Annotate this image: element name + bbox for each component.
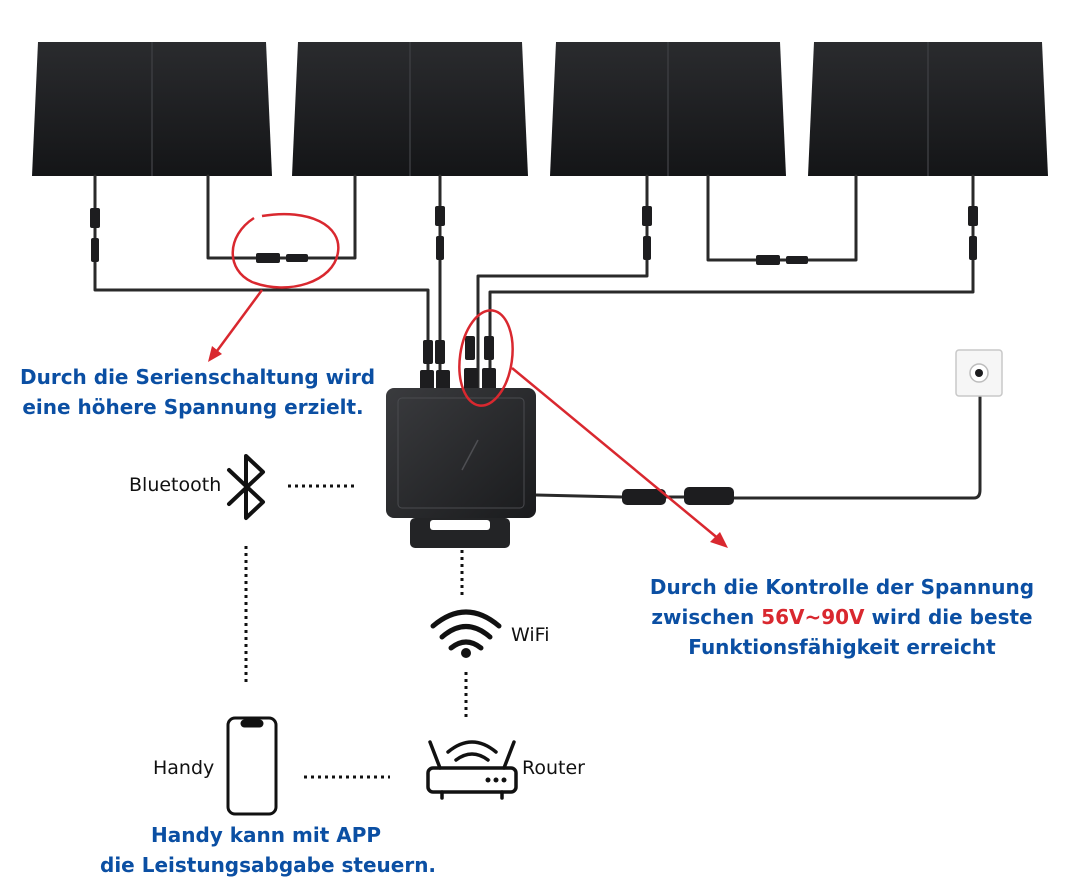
series-note-line2: eine höhere Spannung erzielt. bbox=[22, 395, 364, 419]
wall-socket-icon bbox=[955, 349, 1003, 397]
voltage-note-line1: Durch die Kontrolle der Spannung bbox=[649, 575, 1035, 599]
series-note-line1: Durch die Serienschaltung wird bbox=[20, 365, 376, 389]
microinverter-icon bbox=[386, 388, 536, 548]
solar-panel-2 bbox=[292, 42, 528, 176]
dc-cables bbox=[93, 174, 975, 390]
bluetooth-icon bbox=[227, 454, 265, 520]
series-highlight bbox=[212, 212, 340, 356]
series-note: Durch die Serienschaltung wird eine höhe… bbox=[20, 362, 376, 422]
wifi-icon bbox=[430, 609, 502, 651]
voltage-note-line3: Funktionsfähigkeit erreicht bbox=[688, 635, 996, 659]
wifi-dot bbox=[461, 648, 471, 658]
wireless-links bbox=[244, 484, 468, 779]
voltage-note-line2: zwischen 56V~90V wird die beste bbox=[634, 602, 1050, 632]
ac-cable bbox=[535, 384, 982, 505]
voltage-note: Durch die Kontrolle der Spannung zwische… bbox=[634, 572, 1050, 662]
handy-label: Handy bbox=[153, 757, 215, 779]
bluetooth-label: Bluetooth bbox=[129, 474, 222, 496]
router-icon bbox=[426, 740, 518, 800]
wifi-label: WiFi bbox=[511, 624, 550, 646]
voltage-highlight bbox=[458, 309, 721, 541]
smartphone-icon bbox=[226, 716, 278, 816]
router-leds bbox=[485, 777, 507, 783]
app-note: Handy kann mit APP die Leistungsabgabe s… bbox=[100, 820, 437, 880]
mc4-connectors bbox=[90, 206, 978, 390]
app-note-line2: die Leistungsabgabe steuern. bbox=[100, 853, 437, 877]
voltage-note-line2-pre: zwischen bbox=[651, 605, 762, 629]
series-arrowhead bbox=[208, 346, 222, 362]
voltage-range-highlight: 56V~90V bbox=[761, 605, 865, 629]
voltage-note-line2-post: wird die beste bbox=[864, 605, 1033, 629]
router-label: Router bbox=[522, 757, 585, 779]
solar-panel-1 bbox=[32, 42, 272, 176]
solar-panel-4 bbox=[808, 42, 1048, 176]
solar-panel-3 bbox=[550, 42, 786, 176]
voltage-arrowhead bbox=[710, 532, 728, 548]
app-note-line1: Handy kann mit APP bbox=[150, 823, 382, 847]
